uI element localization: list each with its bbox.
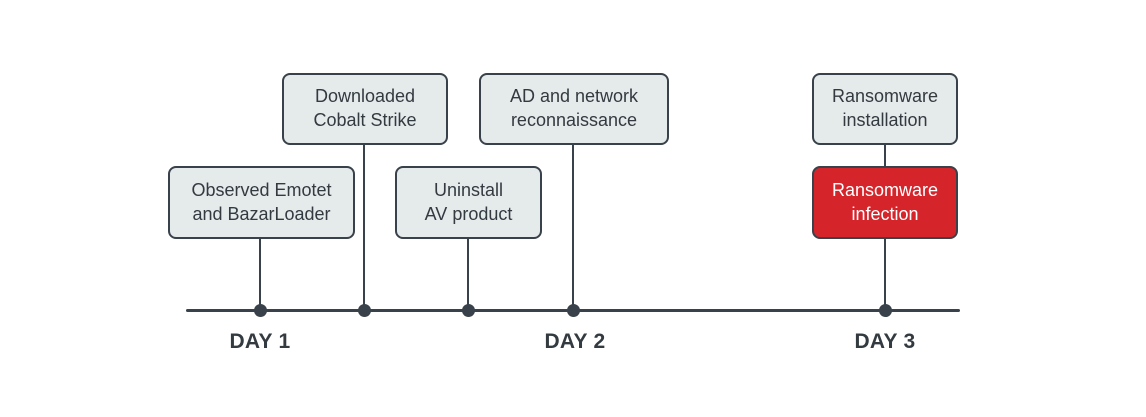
event-box-ransomware-infection: Ransomware infection	[812, 166, 958, 239]
event-box-observed-emotet-bazarloader: Observed Emotet and BazarLoader	[168, 166, 355, 239]
timeline-dot	[358, 304, 371, 317]
event-box-ad-network-reconnaissance: AD and network reconnaissance	[479, 73, 669, 145]
event-box-uninstall-av-product: Uninstall AV product	[395, 166, 542, 239]
day-label-3: DAY 3	[854, 330, 916, 353]
event-box-ransomware-installation: Ransomware installation	[812, 73, 958, 145]
event-connector	[259, 239, 261, 311]
event-connector	[363, 145, 365, 311]
day-label-1: DAY 1	[229, 330, 291, 353]
day-label-2: DAY 2	[544, 330, 606, 353]
timeline-dot	[879, 304, 892, 317]
timeline-dot	[567, 304, 580, 317]
event-box-downloaded-cobalt-strike: Downloaded Cobalt Strike	[282, 73, 448, 145]
event-connector	[467, 239, 469, 311]
timeline-dot	[462, 304, 475, 317]
timeline-dot	[254, 304, 267, 317]
event-connector	[572, 145, 574, 311]
